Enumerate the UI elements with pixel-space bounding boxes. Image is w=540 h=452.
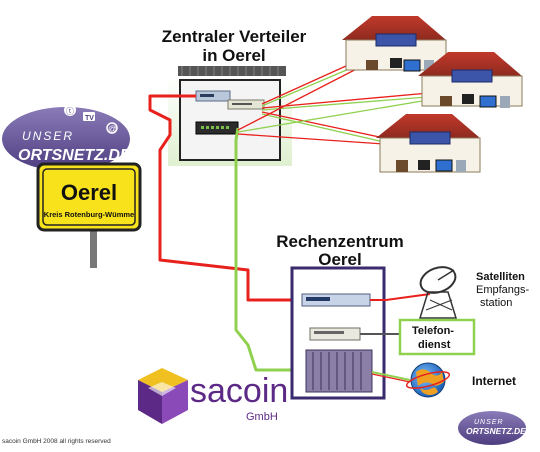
distributor-title-line1: Zentraler Verteiler [162, 27, 307, 46]
small-logo-unser: UNSER [474, 419, 504, 426]
datacenter-title-line2: Oerel [318, 250, 361, 269]
ortsnetz-logo-small [458, 411, 526, 445]
logo-at-icon: @ [108, 124, 117, 134]
phone-server [309, 327, 361, 341]
phone-label-1: Telefon- [412, 325, 454, 337]
house-fibers [237, 55, 441, 145]
distributor-title-line2: in Oerel [202, 46, 265, 65]
distributor-device-top [195, 90, 231, 102]
logo-tv-icon: TV [85, 115, 94, 122]
house-2 [418, 52, 523, 108]
sacoin-sub: GmbH [246, 411, 278, 423]
sacoin-logo-mark [138, 368, 188, 424]
globe-icon [405, 362, 451, 398]
town-sign-name: Oerel [61, 180, 117, 205]
satellite-label-3: station [480, 297, 512, 309]
house-3 [376, 114, 481, 173]
satellite-label-1: Satelliten [476, 271, 525, 283]
small-logo-brand: ORTSNETZ.DE [466, 426, 526, 436]
internet-connection [371, 371, 411, 383]
logo-phone-icon: ⓣ [66, 107, 74, 116]
green-connection [234, 127, 302, 372]
sacoin-name: sacoin [190, 372, 288, 410]
copyright-text: sacoin GmbH 2008 all rights reserved [2, 438, 111, 445]
datacenter-title-line1: Rechenzentrum [276, 232, 404, 251]
distributor-switch [195, 121, 239, 135]
distributor-device-mid [227, 99, 265, 110]
ortsnetz-logo [2, 104, 130, 171]
satellite-receiver [301, 293, 371, 307]
logo-unser: UNSER [22, 129, 74, 143]
red-connection [148, 94, 302, 302]
router-chassis [305, 349, 373, 393]
internet-label: Internet [472, 374, 516, 388]
town-sign-sub: Kreis Rotenburg-Wümme [44, 210, 134, 219]
house-1 [342, 16, 447, 72]
phone-service-box [398, 318, 476, 356]
logo-brand: ORTSNETZ.DE [18, 147, 132, 164]
satellite-dish-icon [418, 266, 458, 319]
satellite-connection [370, 293, 431, 301]
town-sign [36, 162, 142, 268]
phone-label-2: dienst [418, 339, 451, 351]
satellite-label-2: Empfangs- [476, 284, 530, 296]
